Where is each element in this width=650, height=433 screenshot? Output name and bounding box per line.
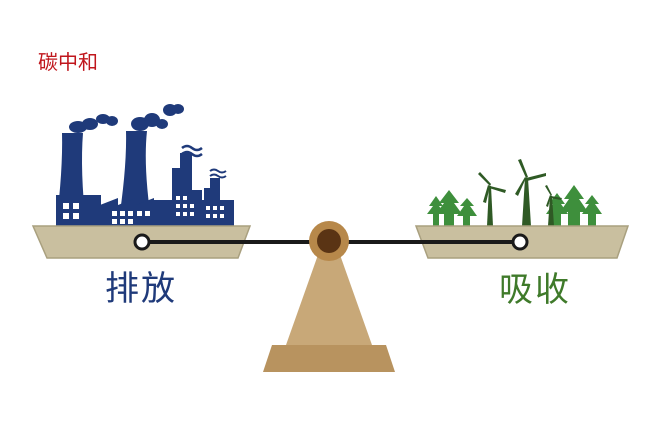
absorption-label: 吸收 — [499, 270, 571, 310]
emission-label: 排放 — [105, 269, 177, 309]
left-beam-joint — [133, 233, 151, 251]
right-beam-joint — [511, 233, 529, 251]
scale-pivot-center — [317, 229, 341, 253]
diagram-title: 碳中和 — [38, 50, 98, 74]
factory-icon — [56, 104, 234, 226]
scale-base — [263, 345, 395, 372]
scale-stand — [286, 252, 372, 345]
forest-wind-turbine-icon — [427, 159, 602, 226]
